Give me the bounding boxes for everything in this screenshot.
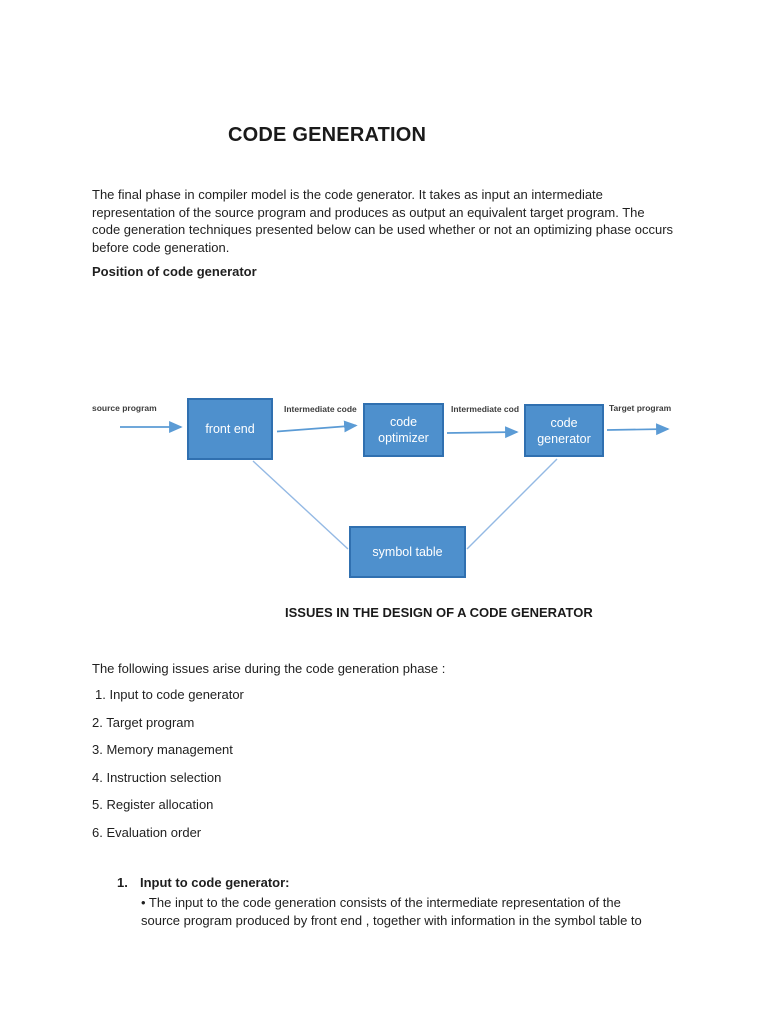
issues-list: 1. Input to code generator 2. Target pro… <box>92 687 244 852</box>
label-target-program: Target program <box>609 403 672 413</box>
position-of-code-generator-heading: Position of code generator <box>92 264 257 279</box>
connector-front-end-to-symbol-table <box>252 460 349 550</box>
issues-section-heading: ISSUES IN THE DESIGN OF A CODE GENERATOR <box>285 605 593 620</box>
arrow-front-end-to-optimizer <box>276 420 358 433</box>
intro-paragraph: The final phase in compiler model is the… <box>92 187 674 255</box>
arrow-optimizer-to-generator <box>446 426 519 439</box>
section1-number: 1. <box>117 875 128 890</box>
code-generator-box-label: code generator <box>537 415 591 446</box>
code-generator-box: code generator <box>524 404 604 457</box>
section1-heading: Input to code generator: <box>140 875 290 890</box>
front-end-box-label: front end <box>205 422 255 436</box>
issue-item-4: 4. Instruction selection <box>92 769 222 785</box>
symbol-table-box: symbol table <box>349 526 466 578</box>
issue-item-1: 1. Input to code generator <box>95 687 244 702</box>
connector-symbol-table-to-generator <box>466 458 558 550</box>
code-optimizer-box-label: code optimizer <box>378 415 429 445</box>
label-intermediate-code-2: Intermediate cod <box>451 404 520 414</box>
section1-body: • The input to the code generation consi… <box>141 895 642 929</box>
issue-item-2: 2. Target program <box>92 714 195 730</box>
code-optimizer-box: code optimizer <box>363 403 444 457</box>
label-source-program: source program <box>92 403 157 413</box>
issues-intro-line: The following issues arise during the co… <box>92 661 446 676</box>
arrow-generator-to-target <box>606 423 670 436</box>
label-intermediate-code-1: Intermediate code <box>284 404 357 414</box>
symbol-table-box-label: symbol table <box>372 545 443 559</box>
front-end-box: front end <box>187 398 273 460</box>
page-title: CODE GENERATION <box>228 124 427 146</box>
issue-item-3: 3. Memory management <box>92 742 233 757</box>
issue-item-5: 5. Register allocation <box>92 797 214 812</box>
issue-item-6: 6. Evaluation order <box>92 824 202 840</box>
